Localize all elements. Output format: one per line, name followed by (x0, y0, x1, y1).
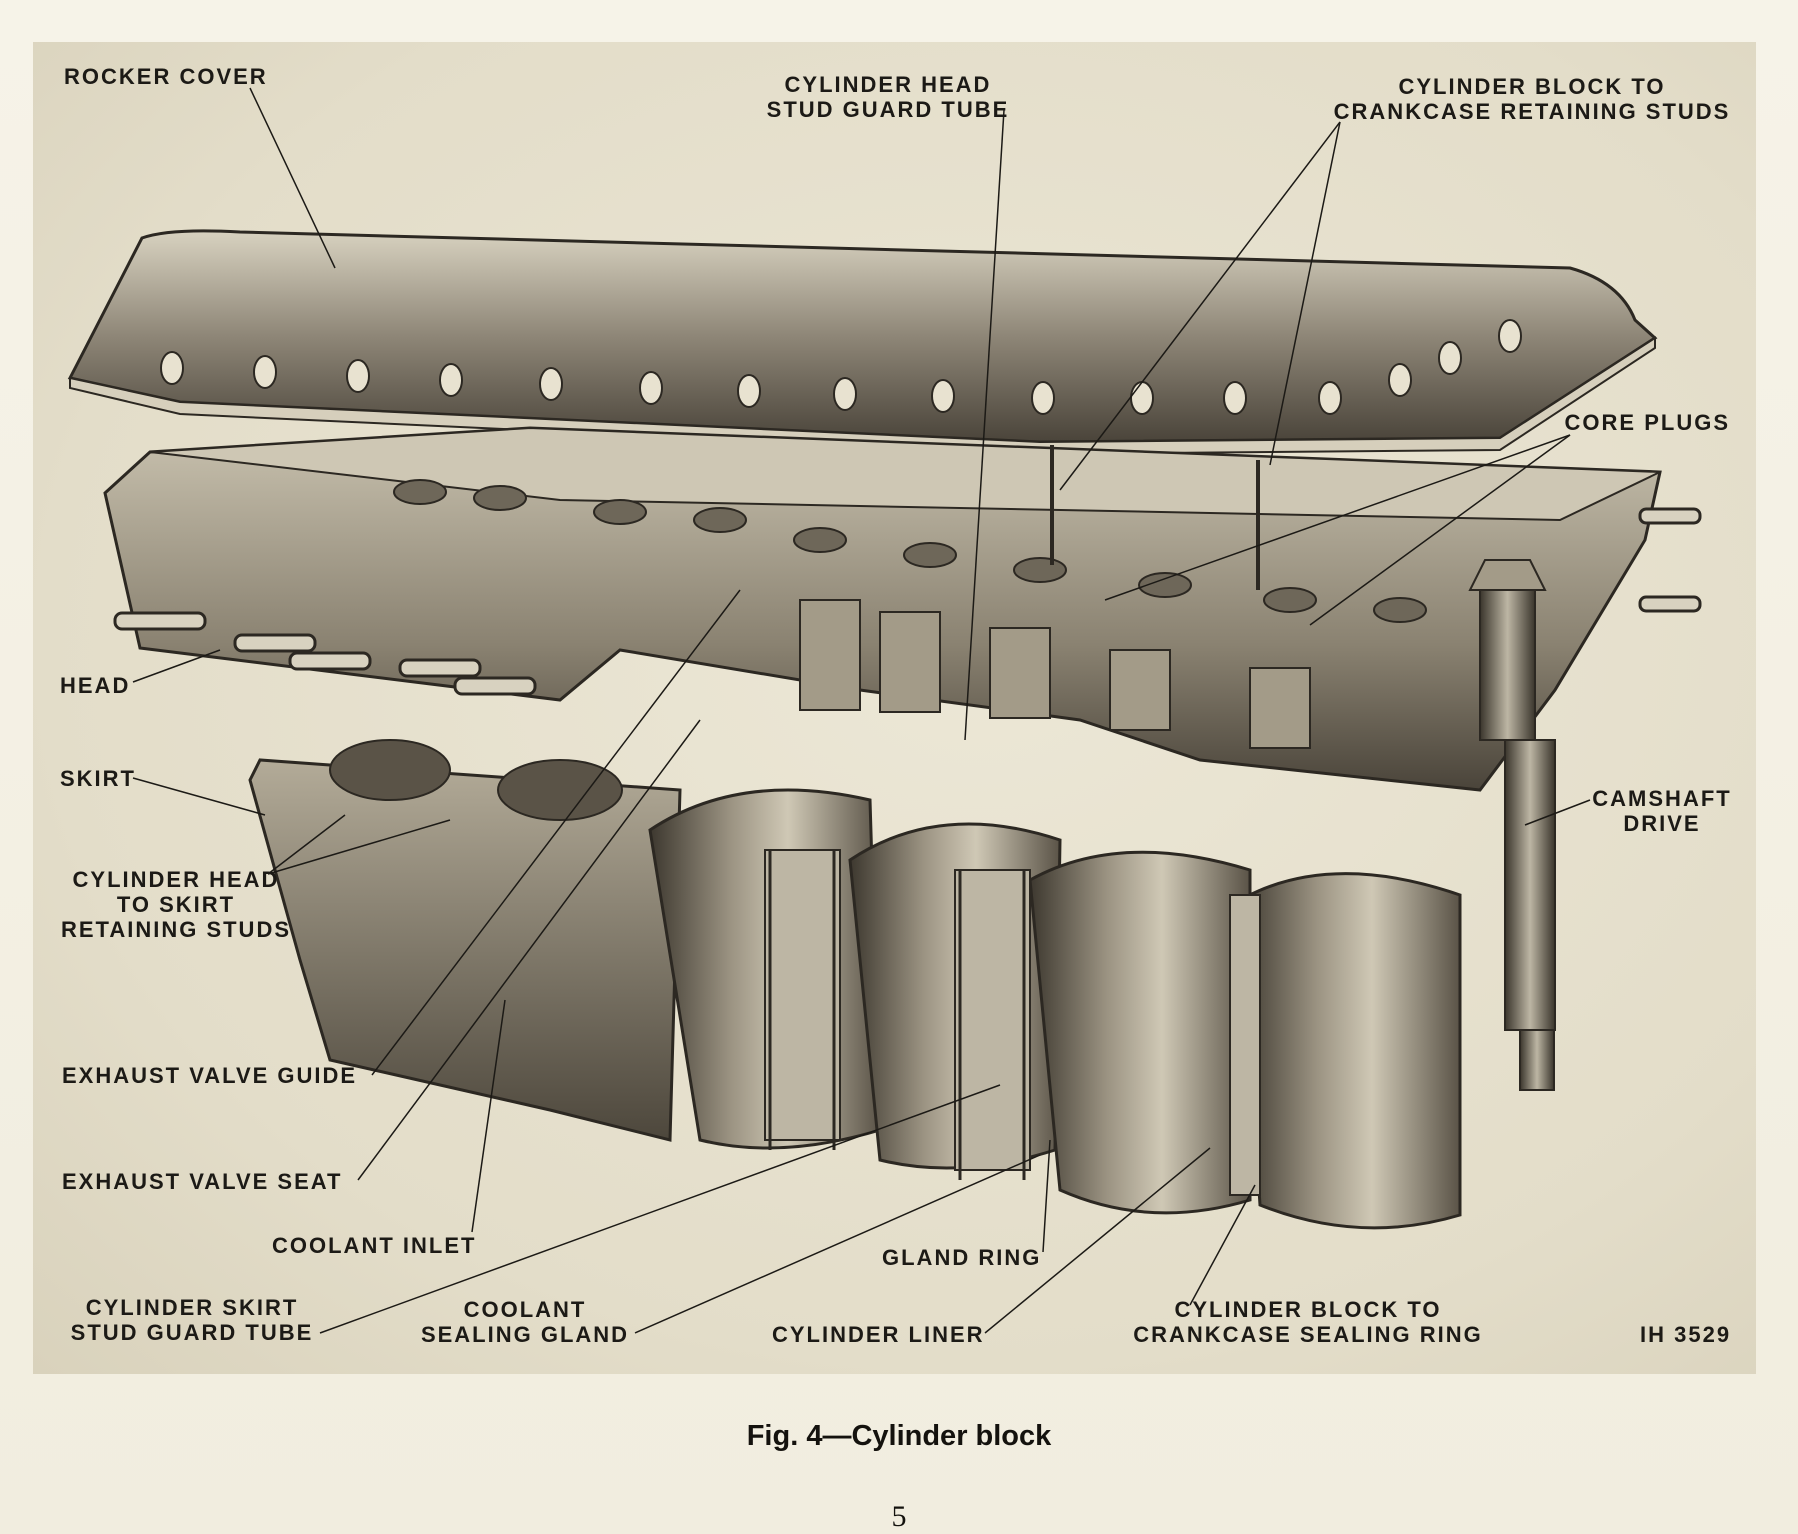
label-coolant-inlet: COOLANT INLET (272, 1233, 477, 1258)
label-head-skirt-studs: CYLINDER HEAD TO SKIRT RETAINING STUDS (60, 867, 292, 942)
label-head-stud-guard-tube: CYLINDER HEAD STUD GUARD TUBE (766, 72, 1010, 122)
skirt-shape (248, 739, 682, 1142)
label-skirt: SKIRT (60, 766, 136, 791)
page-number: 5 (891, 1500, 907, 1533)
figure-caption: Fig. 4—Cylinder block (746, 1420, 1052, 1452)
cylinder-liners-shape (648, 788, 1462, 1230)
label-block-retaining-studs: CYLINDER BLOCK TO CRANKCASE RETAINING ST… (1333, 74, 1731, 124)
label-core-plugs: CORE PLUGS (1564, 410, 1730, 435)
camshaft-drive-shape (1468, 559, 1556, 1091)
cylinder-head-shape (103, 426, 1702, 792)
label-camshaft-drive: CAMSHAFT DRIVE (1592, 786, 1732, 836)
label-exhaust-valve-guide: EXHAUST VALVE GUIDE (62, 1063, 358, 1088)
rocker-cover-shape (67, 229, 1658, 456)
label-coolant-sealing-gland: COOLANT SEALING GLAND (420, 1297, 630, 1347)
label-sealing-ring: CYLINDER BLOCK TO CRANKCASE SEALING RING (1133, 1297, 1483, 1347)
label-cylinder-liner: CYLINDER LINER (772, 1322, 985, 1347)
label-head: HEAD (60, 673, 131, 698)
label-rocker-cover: ROCKER COVER (64, 64, 268, 89)
figure-reference-number: IH 3529 (1640, 1322, 1732, 1347)
label-skirt-stud-guard-tube: CYLINDER SKIRT STUD GUARD TUBE (70, 1295, 314, 1345)
label-exhaust-valve-seat: EXHAUST VALVE SEAT (62, 1169, 343, 1194)
label-gland-ring: GLAND RING (882, 1245, 1042, 1270)
leader-lines (132, 87, 1591, 1334)
